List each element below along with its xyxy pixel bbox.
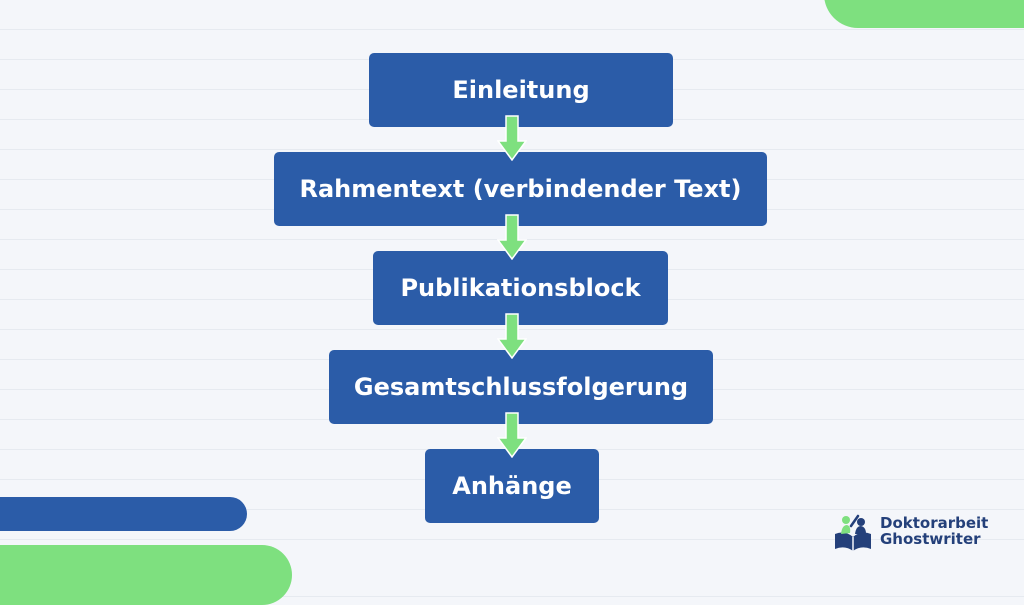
flow-step-label: Einleitung xyxy=(452,76,590,104)
brand-logo: Doktorarbeit Ghostwriter xyxy=(832,510,988,552)
flow-step-label: Anhänge xyxy=(452,472,572,500)
flow-step-gesamtschlussfolgerung: Gesamtschlussfolgerung xyxy=(329,350,713,424)
flow-step-einleitung: Einleitung xyxy=(369,53,673,127)
flow-step-anhaenge: Anhänge xyxy=(425,449,599,523)
flow-step-publikationsblock: Publikationsblock xyxy=(373,251,668,325)
decorative-pill-top-right xyxy=(824,0,1024,28)
brand-name-line1: Doktorarbeit xyxy=(880,514,989,532)
brand-name-line2: Ghostwriter xyxy=(880,530,981,548)
flow-step-label: Gesamtschlussfolgerung xyxy=(353,373,689,401)
arrow-down-icon xyxy=(497,115,527,161)
arrow-down-icon xyxy=(497,214,527,260)
flow-step-rahmentext: Rahmentext (verbindender Text) xyxy=(274,152,767,226)
arrow-down-icon xyxy=(497,412,527,458)
graduate-with-book-icon xyxy=(835,514,871,551)
arrow-down-icon xyxy=(497,313,527,359)
flow-step-label: Rahmentext (verbindender Text) xyxy=(299,175,742,203)
brand-name: Doktorarbeit Ghostwriter xyxy=(880,515,988,547)
flow-step-label: Publikationsblock xyxy=(400,274,641,302)
decorative-bar-bottom-green xyxy=(0,545,292,605)
decorative-bar-bottom-blue xyxy=(0,497,247,531)
